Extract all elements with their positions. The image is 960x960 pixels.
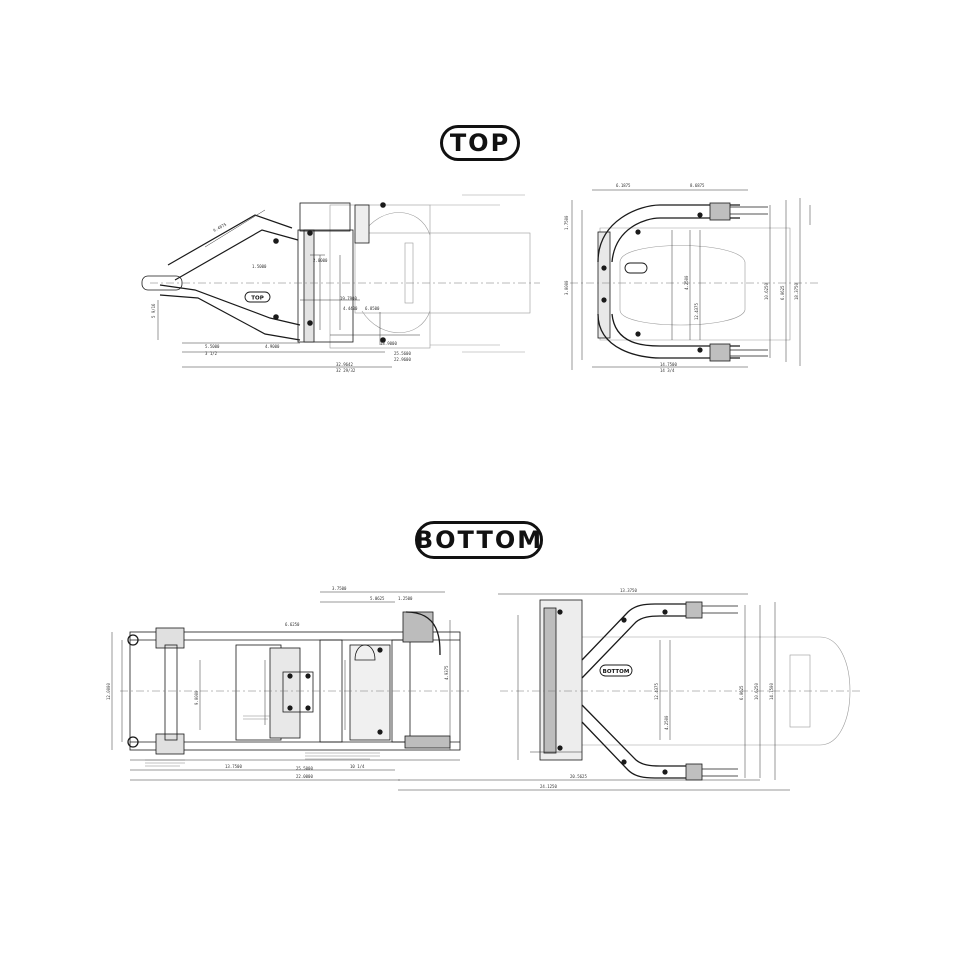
dim-label: 24.1250 xyxy=(540,784,557,789)
dim-label: 12.4375 xyxy=(694,303,699,320)
dim-label: 13.7500 xyxy=(225,764,242,769)
dim-label: 2.0000 xyxy=(313,258,328,263)
top-view-plan: 6.1875 8.6875 1.7500 3.0000 14.7500 14 3… xyxy=(564,183,820,373)
dim-label: 25.5000 xyxy=(296,766,313,771)
dim-label: 1.2500 xyxy=(398,596,413,601)
dim-label: 6.8500 xyxy=(365,306,380,311)
dim-label: 25.5600 xyxy=(394,351,411,356)
dim-label: 6.0625 xyxy=(739,685,744,700)
bottom-view-side: 3.7500 1.2500 5.0625 6.6250 22.0000 25.5… xyxy=(106,586,470,781)
dim-label: 32.9642 xyxy=(336,362,353,367)
dim-label: 14 3/4 xyxy=(660,368,675,373)
dim-label: 18.9000 xyxy=(380,341,397,346)
dim-label: 3.0000 xyxy=(564,280,569,295)
dim-label: 12.0000 xyxy=(106,683,111,700)
dim-label: 14.7500 xyxy=(769,683,774,700)
dim-label: 4.9000 xyxy=(265,344,280,349)
dim-label: 6.6250 xyxy=(285,622,300,627)
dim-label: 19.7900 xyxy=(340,296,357,301)
dim-label: 4.2500 xyxy=(664,715,669,730)
dim-label: 22.9600 xyxy=(394,357,411,362)
dim-label: 13.3750 xyxy=(620,588,637,593)
dim-label: 5.0625 xyxy=(370,596,385,601)
dim-label: 3.7500 xyxy=(332,586,347,591)
top-view-tag: TOP xyxy=(251,296,263,302)
bottom-view-plan: BOTTOM 13.3750 20.5625 24.1250 12.4375 6… xyxy=(398,588,860,791)
dim-label: 4.2500 xyxy=(684,275,689,290)
dim-label: 1.7500 xyxy=(564,215,569,230)
dim-label: 4.4400 xyxy=(343,306,358,311)
top-view-side: TOP 9.4875 5.5000 3 1/2 5 9/16 4.9000 19… xyxy=(141,194,540,373)
dim-label: 32 29/32 xyxy=(336,368,356,373)
section-label-bottom: BOTTOM xyxy=(415,521,543,559)
dim-label: 18.3750 xyxy=(794,283,799,300)
dim-label: 9.4875 xyxy=(212,221,228,232)
dim-label: 1.5000 xyxy=(252,264,267,269)
dim-label: 22.0000 xyxy=(296,774,313,779)
dim-label: 3 1/2 xyxy=(205,351,218,356)
dim-label: 20.5625 xyxy=(570,774,587,779)
bottom-view-tag: BOTTOM xyxy=(603,669,630,675)
dim-label: 8.6875 xyxy=(690,183,705,188)
dim-label: 10 1/4 xyxy=(350,764,365,769)
dim-label: 6.0625 xyxy=(780,285,785,300)
dim-label: 10.6250 xyxy=(764,283,769,300)
dim-label: 10.6250 xyxy=(754,683,759,700)
section-label-top: TOP xyxy=(440,125,520,161)
dim-label: 5 9/16 xyxy=(151,303,156,318)
dim-label: 5.5000 xyxy=(205,344,220,349)
dim-label: 4.9375 xyxy=(444,665,449,680)
dim-label: 9.0000 xyxy=(194,690,199,705)
dim-label: 6.1875 xyxy=(616,183,631,188)
dim-label: 14.7500 xyxy=(660,362,677,367)
dim-label: 12.4375 xyxy=(654,683,659,700)
